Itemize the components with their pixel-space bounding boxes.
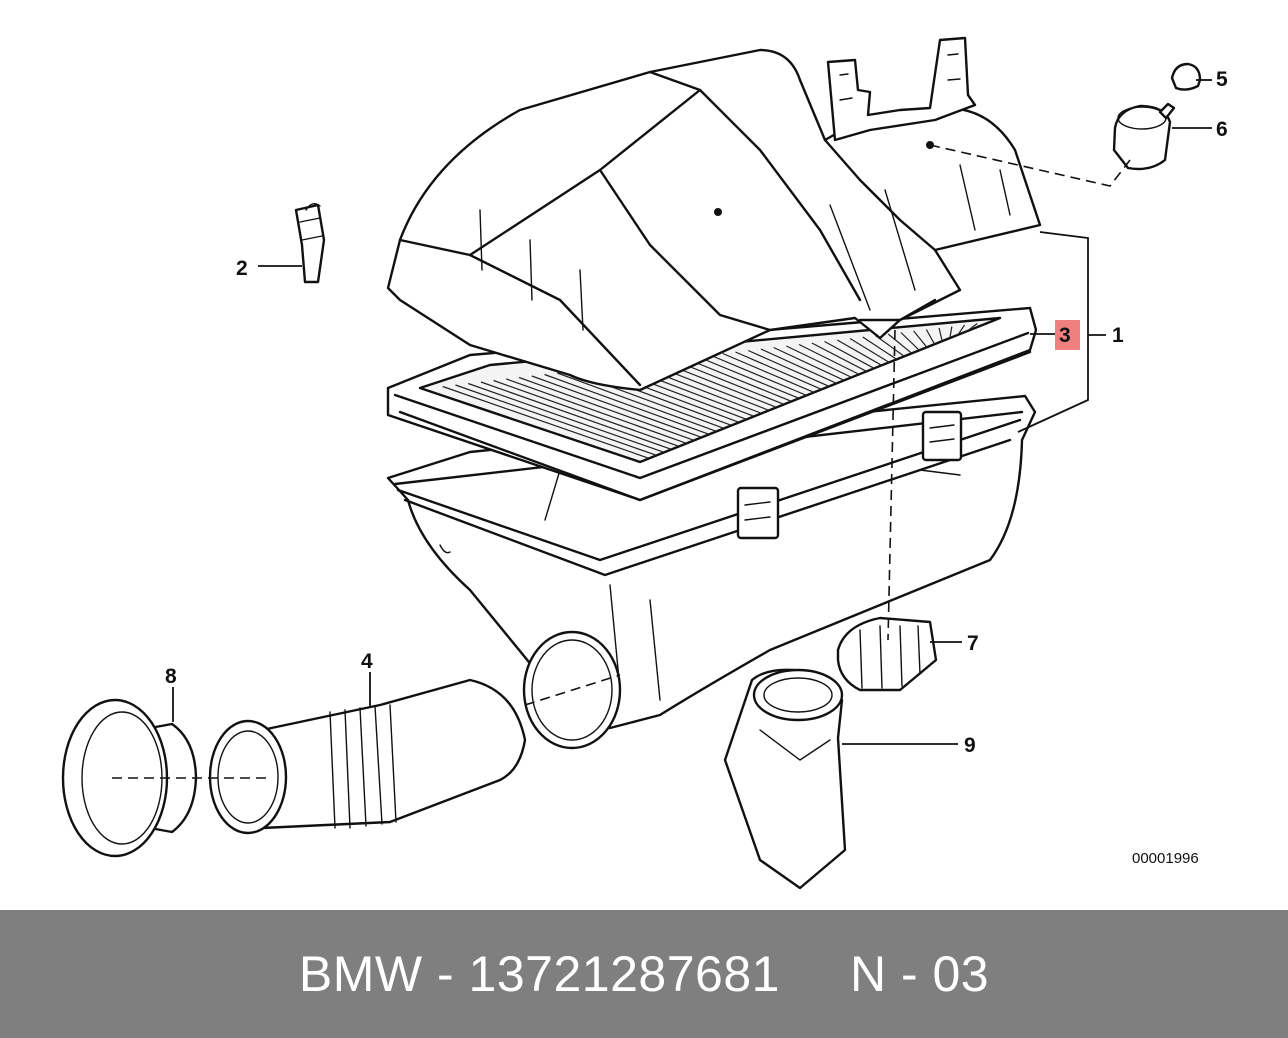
filter-pleat <box>544 373 709 435</box>
filter-pleat <box>557 372 716 432</box>
filter-pleat <box>684 357 792 402</box>
filter-pleat <box>747 349 830 387</box>
filter-pleat <box>709 354 807 396</box>
filter-pleat <box>506 378 686 444</box>
callout-6: 6 <box>1216 118 1228 141</box>
filter-pleat <box>849 337 890 363</box>
filter-pleat <box>735 351 822 390</box>
filter-pleat <box>480 381 671 450</box>
filter-pleat <box>442 385 648 459</box>
filter-pleat <box>773 346 845 381</box>
air-duct <box>723 668 847 890</box>
filter-pleat <box>949 326 953 339</box>
part-info-banner: BMW - 13721287681 N - 03 <box>0 910 1288 1038</box>
boot-inlet <box>208 719 288 835</box>
filter-pleat <box>760 348 837 384</box>
clip-right <box>921 410 963 462</box>
cap-nut <box>1170 62 1202 91</box>
clip-left <box>736 486 780 540</box>
separator: - <box>436 946 455 1002</box>
position-code: N - 03 <box>849 946 990 1002</box>
filter-pleat <box>836 339 883 366</box>
callout-3: 3 <box>1059 324 1071 347</box>
callout-5: 5 <box>1216 68 1228 91</box>
filter-pleat <box>518 376 694 441</box>
filter-pleat <box>824 340 875 369</box>
filter-pleat <box>455 384 656 456</box>
intake-boot <box>208 678 527 835</box>
filter-pleat <box>964 323 978 334</box>
spring-clip <box>294 203 326 284</box>
filter-pleat <box>493 379 678 447</box>
lower-housing <box>386 394 1037 750</box>
filter-pleat <box>913 330 928 348</box>
filter-pleat <box>938 327 943 342</box>
callout-7: 7 <box>967 632 979 655</box>
filter-pleat <box>956 324 966 336</box>
brand-name: BMW <box>298 946 423 1002</box>
grommet <box>836 616 938 692</box>
filter-pleat <box>531 375 701 438</box>
filter-pleat <box>811 342 867 372</box>
diagram-reference-number: 00001996 <box>1132 850 1199 867</box>
filter-pleat <box>862 336 898 360</box>
filter-pleat <box>722 352 815 393</box>
filter-pleat <box>786 345 852 378</box>
callout-4: 4 <box>361 650 373 673</box>
callout-8: 8 <box>165 665 177 688</box>
callout-3-highlight <box>1055 320 1080 350</box>
filter-pleat <box>887 333 913 355</box>
air-filter-exploded-diagram: 1 2 3 4 5 6 7 8 9 00001996 <box>61 36 1228 890</box>
filter-pleat <box>697 355 799 399</box>
filter-pleat <box>798 343 860 375</box>
callout-9: 9 <box>964 734 976 757</box>
rubber-mount <box>1112 102 1176 171</box>
upper-lid <box>386 36 1042 392</box>
filter-pleat <box>925 329 936 345</box>
callout-1: 1 <box>1112 324 1124 347</box>
filter-pleat <box>900 332 921 351</box>
part-number: 13721287681 <box>468 946 780 1002</box>
callout-2: 2 <box>236 257 248 280</box>
filter-pleat <box>467 382 663 453</box>
